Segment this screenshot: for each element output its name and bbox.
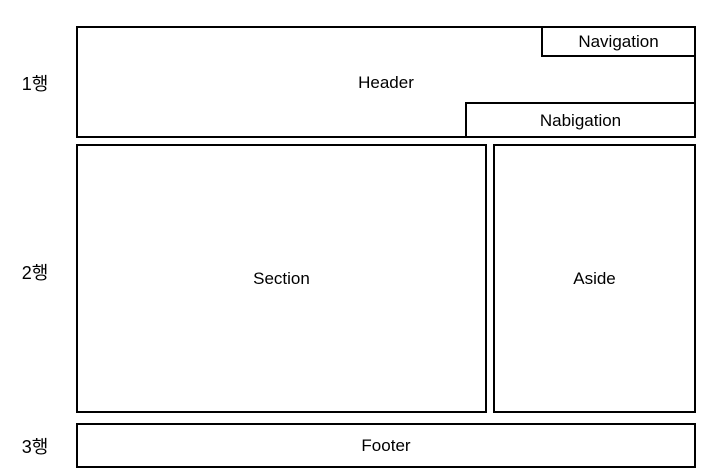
- row-label-3: 3행: [21, 437, 49, 457]
- footer-box: Footer: [76, 423, 696, 468]
- row-label-2: 2행: [21, 263, 49, 283]
- section-label: Section: [253, 269, 310, 288]
- aside-label: Aside: [573, 269, 616, 288]
- navigation-top-label: Navigation: [578, 32, 659, 51]
- navigation-top-box: Navigation: [541, 26, 696, 57]
- row-label-1: 1행: [21, 74, 49, 94]
- section-box: Section: [76, 144, 487, 413]
- navigation-bottom-box: Nabigation: [465, 102, 696, 138]
- header-label: Header: [358, 72, 414, 92]
- footer-label: Footer: [361, 436, 411, 455]
- navigation-bottom-label: Nabigation: [539, 110, 622, 130]
- aside-box: Aside: [493, 144, 696, 413]
